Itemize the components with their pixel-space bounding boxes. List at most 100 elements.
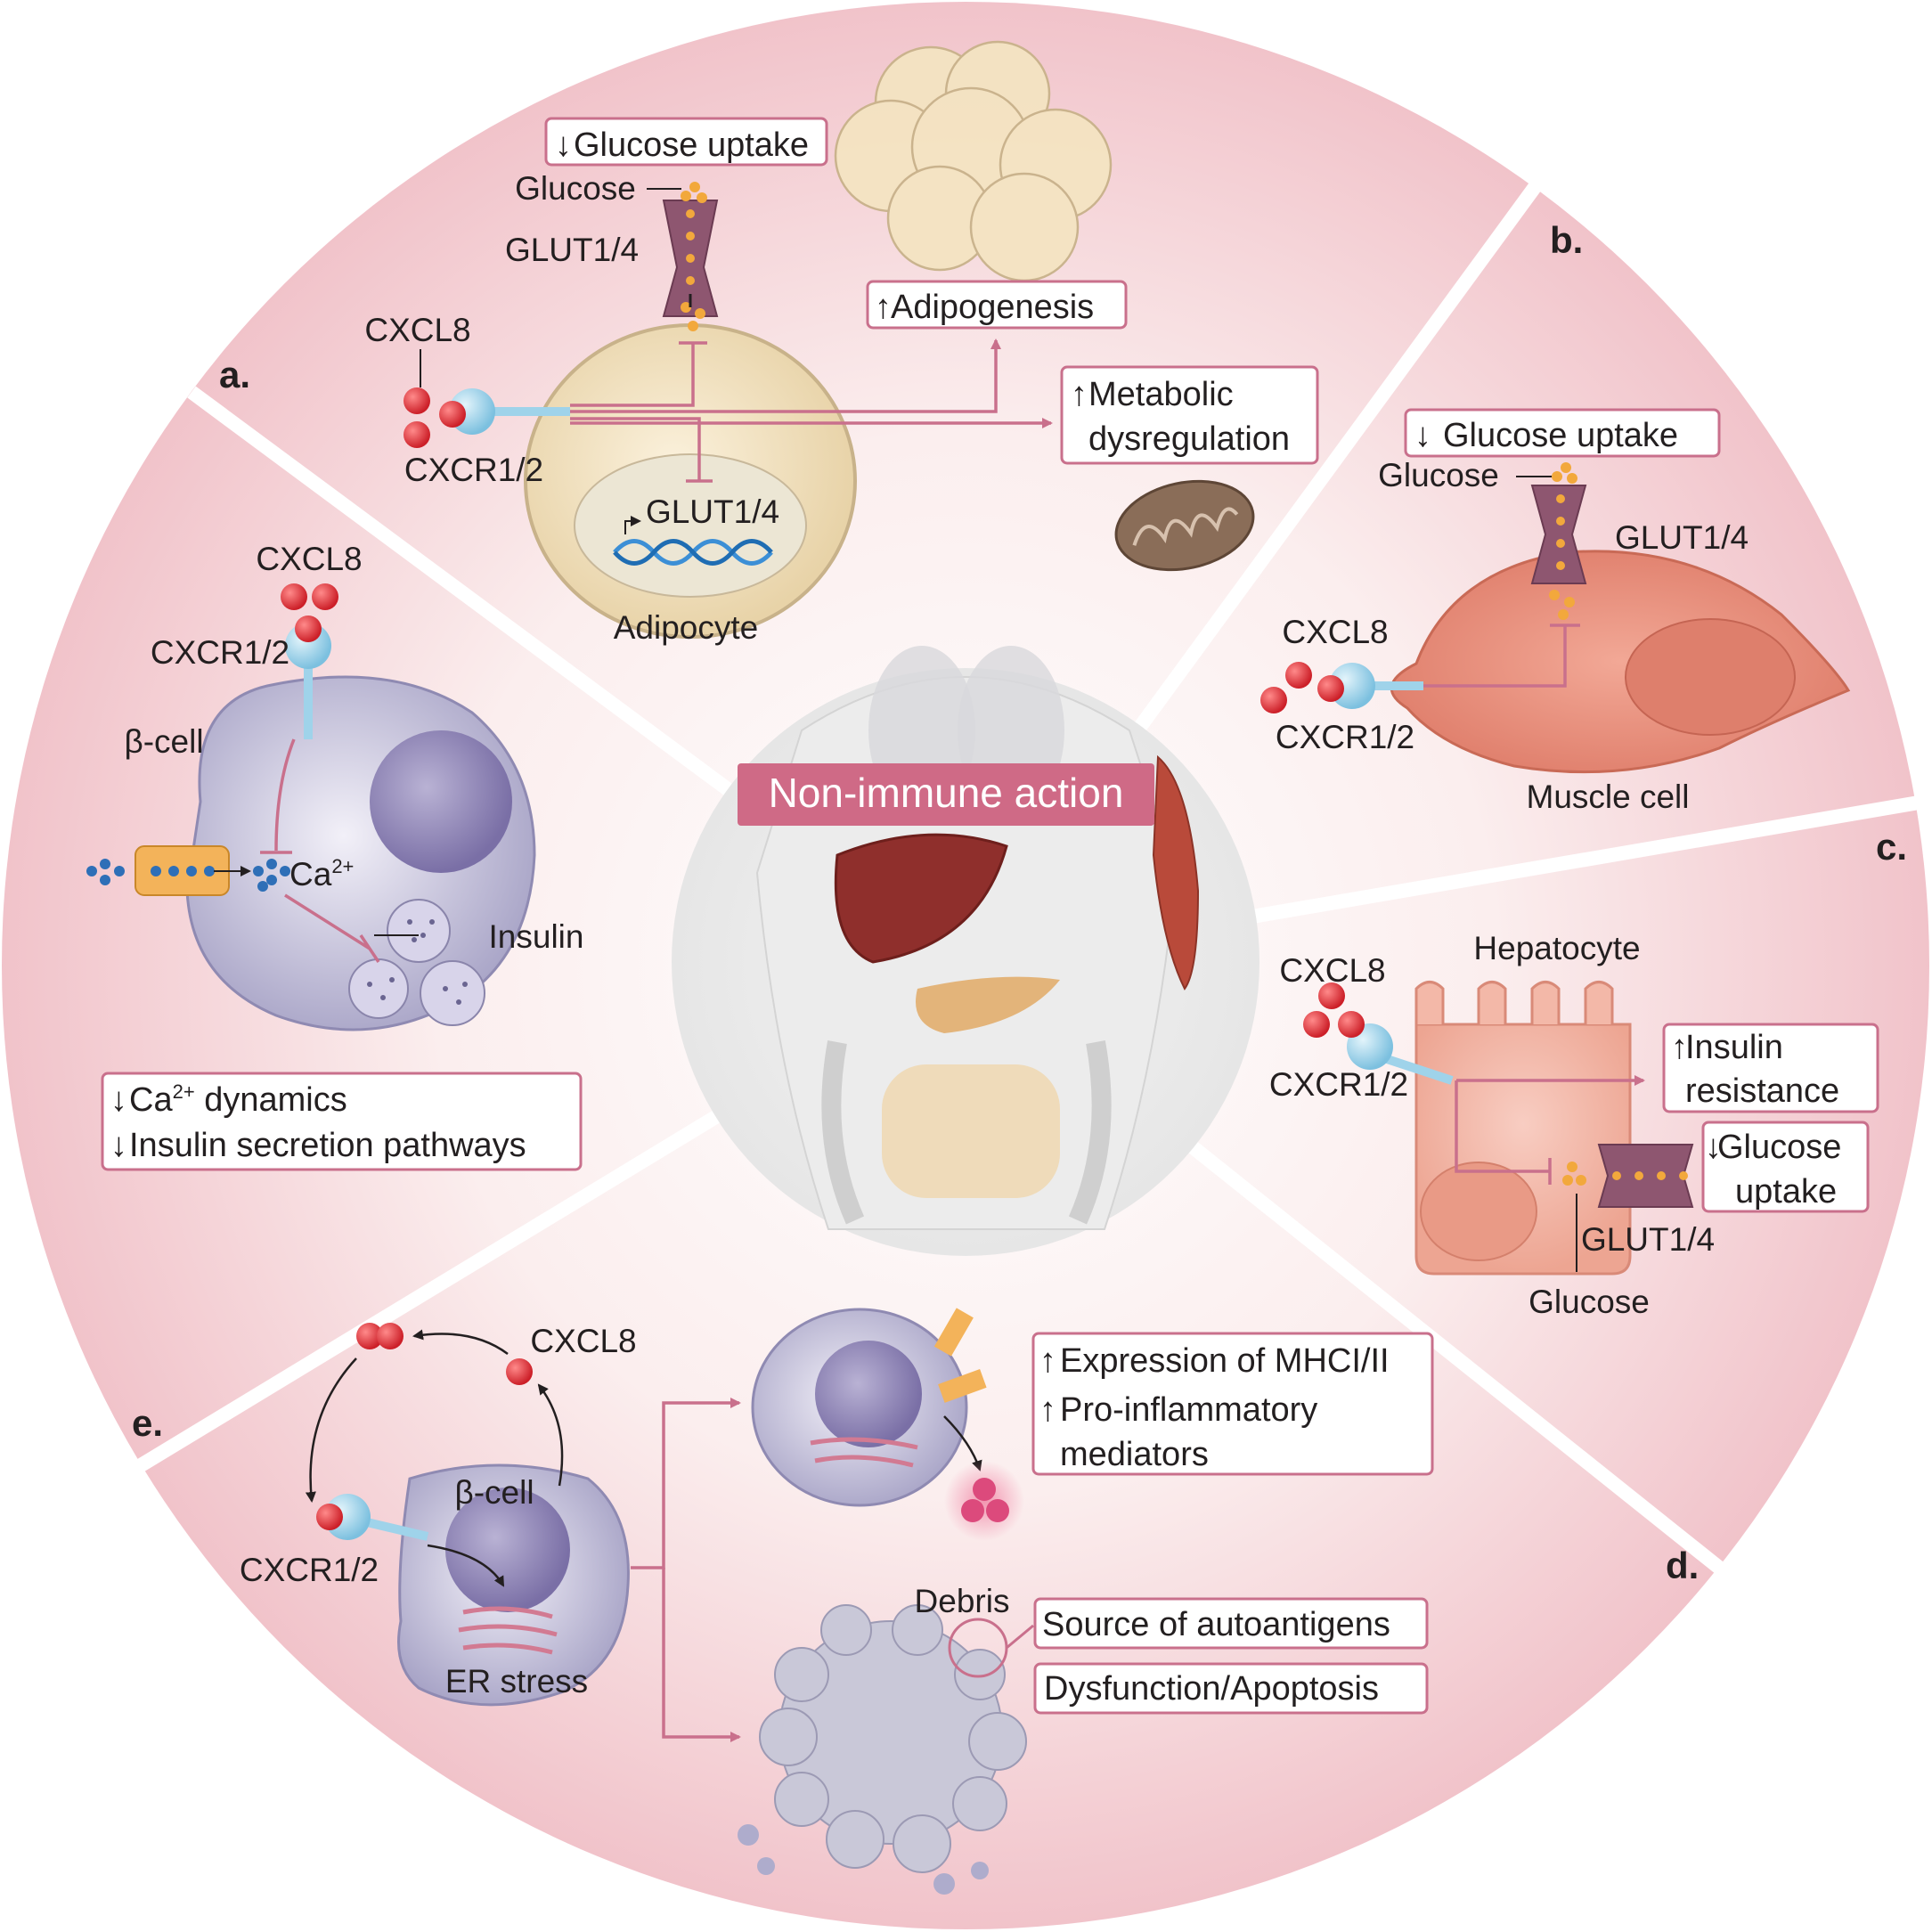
muscle-nucleus (1625, 618, 1796, 736)
svg-text:↑: ↑ (1039, 1342, 1056, 1380)
beta-nucleus-left (370, 730, 512, 873)
gene-label-a: GLUT1/4 (646, 493, 779, 530)
ligand-dot (1303, 1011, 1330, 1038)
apoptotic-beta-cell (759, 1604, 1027, 1873)
svg-text:↓: ↓ (1414, 417, 1431, 454)
svg-text:↑: ↑ (1671, 1029, 1688, 1066)
ligand-dot (295, 615, 322, 642)
title-banner (738, 763, 1154, 826)
title-text: Non-immune action (769, 770, 1124, 816)
muscle-icon (1152, 754, 1200, 990)
svg-text:↓: ↓ (110, 1127, 127, 1164)
box-beta-line1: Ca2+ dynamics (129, 1080, 347, 1119)
box-mhc-line2: Pro-inflammatory (1060, 1391, 1317, 1429)
calcium-dots (86, 859, 290, 892)
ligand-dot (1285, 662, 1312, 689)
box-mhc-mediators: ↑ Expression of MHCI/II ↑ Pro-inflammato… (1031, 1332, 1434, 1476)
debris-fragments (738, 1824, 989, 1895)
cell-label-c: Hepatocyte (1473, 930, 1640, 966)
receptor-label-c: CXCR1/2 (1269, 1066, 1408, 1103)
svg-text:↓: ↓ (110, 1081, 127, 1119)
inflammatory-mediators (961, 1478, 1009, 1522)
box-mhc-line3: mediators (1060, 1436, 1209, 1473)
panel-e-letter: e. (132, 1402, 163, 1444)
panel-d-beta-response: d. ↑ Expression of MHCI/II ↑ Pro-inflamm… (738, 1308, 1699, 1895)
panel-b-letter: b. (1550, 219, 1583, 261)
box-uptake-c-line2: uptake (1735, 1173, 1837, 1211)
ligand-dot (377, 1323, 404, 1349)
box-glucose-uptake-c: ↓ Glucose uptake (1701, 1121, 1870, 1213)
glucose-dots-a (681, 182, 707, 331)
mhc-receptor (938, 1369, 987, 1403)
box-glucose-uptake-b: ↓ Glucose uptake (1404, 408, 1721, 458)
ligand-dot (1317, 675, 1344, 702)
adipocyte-cluster (834, 40, 1113, 282)
box-apoptosis-text: Dysfunction/Apoptosis (1044, 1670, 1379, 1708)
box-metabolic-line2: dysregulation (1088, 420, 1290, 458)
ligand-dot (312, 583, 338, 610)
ligand-label-b: CXCL8 (1282, 614, 1388, 650)
glucose-label-c: Glucose (1528, 1284, 1650, 1320)
insulin-label: Insulin (489, 918, 584, 955)
box-adipogenesis: ↑ Adipogenesis (866, 280, 1128, 330)
ligand-label-beta: CXCL8 (256, 541, 362, 577)
receptor-label-beta: CXCR1/2 (151, 634, 289, 671)
box-insulin-line2: resistance (1685, 1072, 1839, 1110)
svg-text:↓: ↓ (1705, 1129, 1722, 1166)
beta-nucleus-e (445, 1488, 570, 1612)
cell-label-b: Muscle cell (1527, 779, 1690, 815)
insulin-granules (348, 899, 485, 1026)
calcium-label: Ca2+ (289, 855, 354, 893)
hepatocyte-microvilli (1414, 981, 1630, 1026)
receptor-label-e: CXCR1/2 (240, 1552, 379, 1588)
box-glucose-uptake-a-text: Glucose uptake (574, 126, 809, 164)
receptor-label-b: CXCR1/2 (1276, 719, 1414, 755)
cell-label-e: β-cell (454, 1474, 534, 1511)
ligand-label-c: CXCL8 (1279, 952, 1385, 989)
ligand-dot (404, 421, 430, 448)
ligand-dot (1318, 982, 1345, 1009)
panel-c-hepatocyte: c. CXCL8 CXCR1/2 Hepatocyte GLUT1/4 Gluc… (1269, 826, 1907, 1320)
ligand-dot (281, 583, 307, 610)
svg-text:↓: ↓ (555, 126, 572, 164)
box-metabolic-dysregulation: ↑ Metabolic dysregulation (1060, 365, 1319, 465)
box-calcium-insulin: ↓ Ca2+ dynamics ↓ Insulin secretion path… (101, 1072, 583, 1171)
svg-text:↑: ↑ (1039, 1391, 1056, 1429)
sector-dividers (129, 156, 1926, 1574)
panel-a-adipocyte: a. (219, 40, 1319, 646)
box-autoantigens: Source of autoantigens (1033, 1597, 1429, 1650)
box-glucose-uptake-b-text: Glucose uptake (1443, 417, 1678, 454)
glucose-dots-c (1562, 1162, 1688, 1186)
box-autoantigens-text: Source of autoantigens (1042, 1606, 1390, 1643)
panel-a-letter: a. (219, 354, 250, 395)
cell-label-a: Adipocyte (614, 609, 759, 646)
ligand-dot (356, 1323, 383, 1349)
ligand-label-a: CXCL8 (364, 312, 470, 348)
pancreas-icon (916, 976, 1060, 1033)
liver-icon (834, 833, 1008, 964)
ligand-dot (439, 401, 466, 428)
box-apoptosis: Dysfunction/Apoptosis (1033, 1662, 1429, 1715)
box-uptake-c-line1: Glucose (1717, 1129, 1841, 1166)
box-adipogenesis-text: Adipogenesis (891, 289, 1094, 326)
ligand-dot (316, 1504, 343, 1530)
panel-d-letter: d. (1666, 1545, 1699, 1586)
glut-label-b: GLUT1/4 (1615, 519, 1749, 556)
glut-label-c: GLUT1/4 (1581, 1221, 1715, 1258)
receptor-label-a: CXCR1/2 (404, 452, 543, 488)
box-insulin-line1: Insulin (1685, 1029, 1783, 1066)
debris-label: Debris (915, 1583, 1010, 1619)
box-mhc-line1: Expression of MHCI/II (1060, 1342, 1390, 1380)
box-insulin-resistance: ↑ Insulin resistance (1662, 1023, 1879, 1113)
cell-label-beta: β-cell (124, 723, 203, 760)
svg-text:↑: ↑ (875, 289, 892, 326)
glut-transporter-b (1530, 485, 1587, 584)
glucose-label-a: Glucose (515, 170, 636, 207)
ligand-dot (404, 387, 430, 414)
box-beta-line2: Insulin secretion pathways (129, 1127, 526, 1164)
svg-text:↑: ↑ (1071, 376, 1088, 413)
center-body-illustration: Non-immune action (672, 646, 1259, 1256)
er-stress-label: ER stress (445, 1663, 588, 1700)
glut-label-a: GLUT1/4 (505, 232, 639, 268)
